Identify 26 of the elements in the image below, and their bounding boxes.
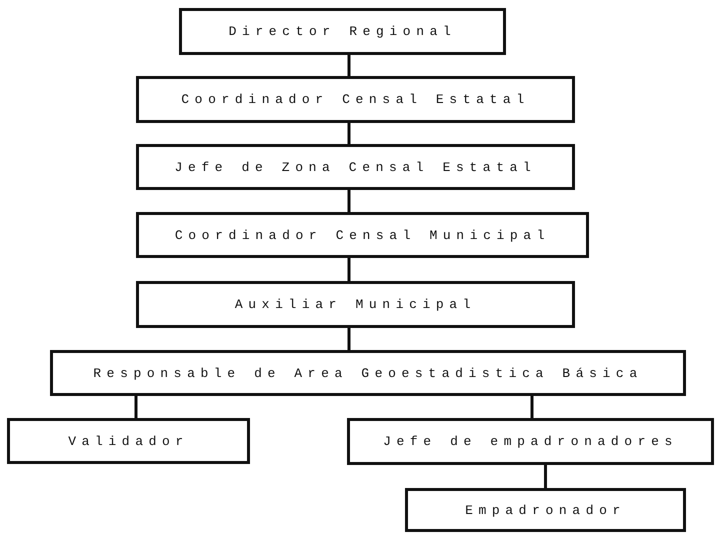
role-title: Jefe de Zona Censal Estatal [174,160,536,174]
role-box [405,488,686,532]
role-title: Jefe de empadronadores [383,434,678,449]
role-title: Validador [68,434,189,448]
connector-line [348,328,350,350]
connector-line [348,258,350,281]
role-box [136,144,575,190]
role-title: Empadronador [465,502,626,518]
role-box [136,281,575,328]
role-box [347,418,714,465]
connector-line [134,396,138,418]
connector-line [348,123,350,144]
connector-line [348,190,350,212]
role-box [50,350,686,396]
role-box [136,76,575,123]
role-title: Coordinador Censal Municipal [174,228,550,242]
connector-line [544,465,547,488]
role-title: Auxiliar Municipal [234,297,476,312]
role-box [136,212,589,258]
role-title: Coordinador Censal Estatal [181,92,530,107]
role-box [179,8,506,55]
connector-line [530,396,534,418]
connector-line [348,55,350,76]
role-title: Responsable de Area Geoestadistica Básica [93,366,643,380]
role-box [7,418,250,464]
role-title: Director Regional [228,24,456,39]
